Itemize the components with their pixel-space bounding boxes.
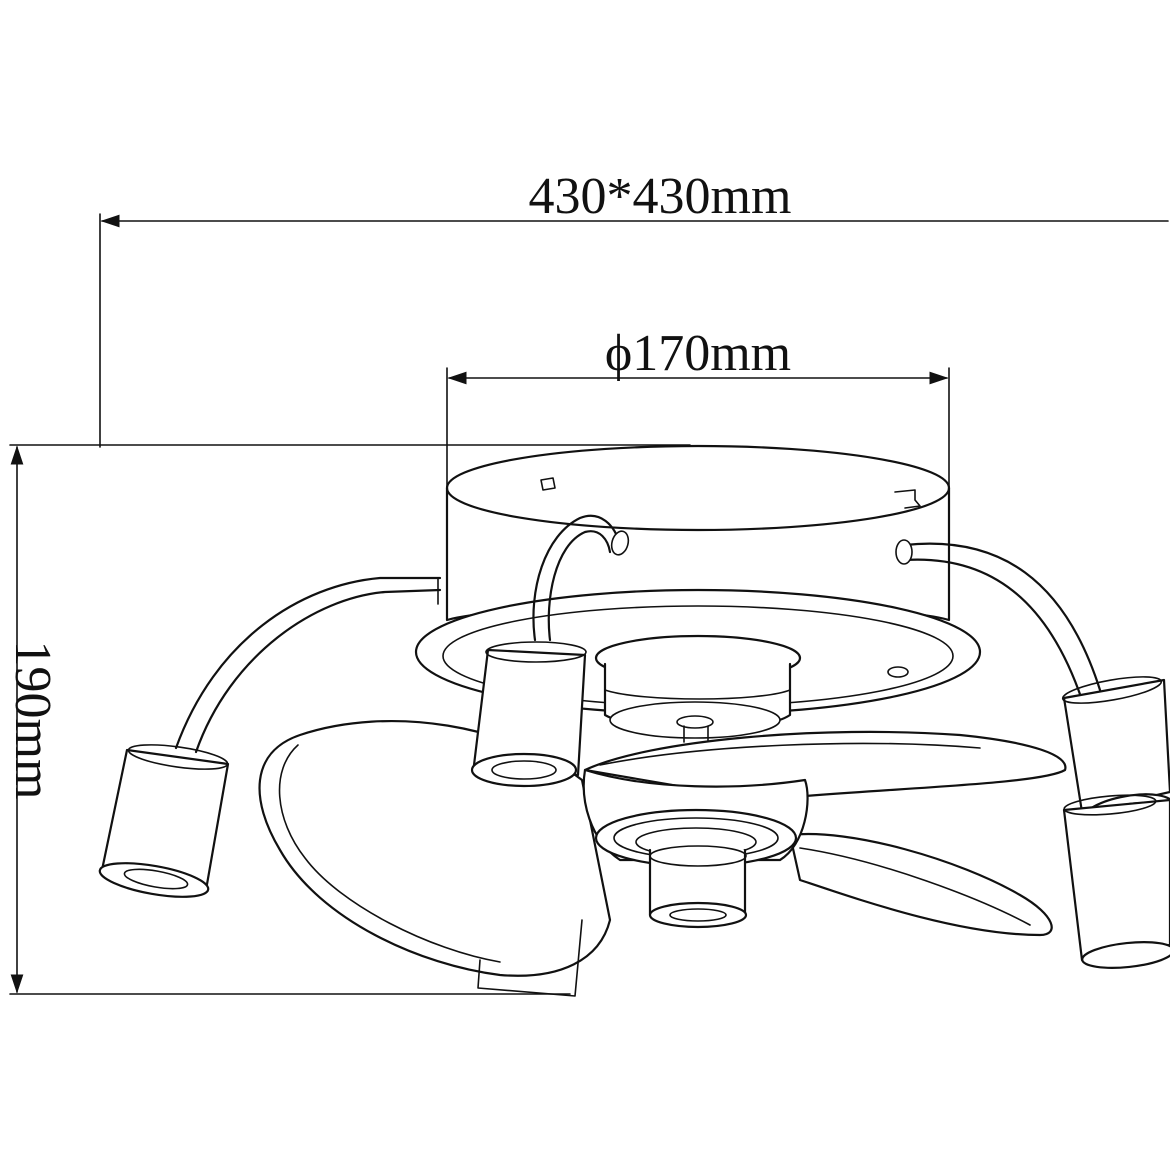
diameter-label: ϕ170mm bbox=[605, 325, 791, 382]
diameter-dimension: ϕ170mm bbox=[446, 325, 950, 489]
canopy-slot-right bbox=[894, 489, 921, 509]
arm-right-outer bbox=[903, 542, 1102, 692]
plate-screw bbox=[887, 666, 909, 678]
arm-left-inner bbox=[194, 588, 442, 754]
fan-illustration bbox=[98, 444, 1170, 997]
width-dimension: 430*430mm bbox=[99, 168, 1169, 448]
height-dimension: 190mm bbox=[4, 444, 691, 995]
fan-blade-front bbox=[788, 833, 1053, 937]
lamp-head-center-upper bbox=[470, 641, 587, 788]
lamp-head-center-bottom bbox=[648, 845, 748, 929]
arm-right-inner bbox=[903, 558, 1084, 702]
width-label: 430*430mm bbox=[529, 168, 792, 225]
arm-rear-outer bbox=[532, 514, 622, 642]
fan-blade-right bbox=[583, 730, 1067, 802]
canopy-slot-left bbox=[540, 477, 556, 491]
arm-left-outer bbox=[174, 576, 442, 750]
height-label: 190mm bbox=[4, 641, 61, 800]
lamp-head-left bbox=[98, 744, 230, 898]
motor-housing bbox=[594, 634, 802, 743]
arm-rear-inner bbox=[547, 530, 612, 642]
lamp-head-right-lower bbox=[1062, 794, 1170, 969]
